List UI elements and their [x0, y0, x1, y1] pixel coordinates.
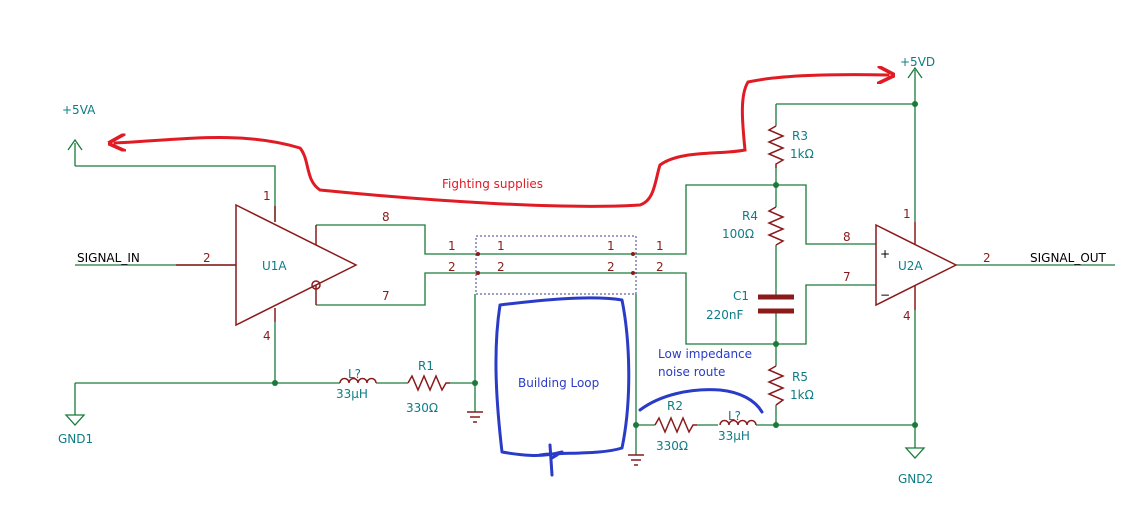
vcc-a-label: +5VA: [62, 103, 96, 117]
junction: [912, 422, 918, 428]
red-annotation: Fighting supplies: [115, 75, 888, 208]
r4-symbol: [767, 206, 785, 246]
l-right-value: 33μH: [718, 429, 750, 443]
vcc-d-symbol: [907, 66, 923, 79]
u2a-sign-plus: +: [880, 247, 890, 261]
wire-u1a-out-p: [316, 224, 475, 255]
building-loop-label: Building Loop: [518, 376, 599, 390]
gnd1-label: GND1: [58, 432, 93, 446]
u2a-opamp: [875, 222, 958, 310]
l-right-ref: L?: [728, 409, 741, 423]
conn-pin-2-a: 2: [448, 260, 456, 274]
vcc-a-symbol: [67, 138, 83, 166]
gnd1-symbol: [64, 414, 86, 426]
u1a-pin-out-n: 7: [382, 289, 390, 303]
u2a-sign-minus: −: [880, 288, 890, 302]
r4-value: 100Ω: [722, 227, 754, 241]
conn-pin-1-a: 1: [448, 239, 456, 253]
r2-symbol: [654, 416, 697, 434]
gnd2-label: GND2: [898, 472, 933, 486]
junction: [773, 422, 779, 428]
u2a-pin-vcc: 1: [903, 207, 911, 221]
r2-value: 330Ω: [656, 439, 688, 453]
u2a-ref: U2A: [898, 259, 923, 273]
conn-pin-1-c: 1: [607, 239, 615, 253]
r3-ref: R3: [792, 129, 808, 143]
inductor-right-symbol: [719, 419, 757, 426]
u1a-pin-in: 2: [203, 251, 211, 265]
conn-pin-1-d: 1: [656, 239, 664, 253]
u1a-opamp: [176, 203, 358, 327]
junction: [472, 380, 478, 386]
conn-pin-2-c: 2: [607, 260, 615, 274]
wire-u1a-out-n: [316, 272, 475, 306]
u1a-pin-gnd: 4: [263, 329, 271, 343]
u2a-pin-plus: 8: [843, 230, 851, 244]
junction: [912, 101, 918, 107]
wires: [74, 75, 1115, 455]
blue-annotation: Building Loop Low impedance noise route: [494, 296, 764, 477]
earth-ground-right: [628, 454, 644, 466]
conn-pin-2-d: 2: [656, 260, 664, 274]
junction: [773, 182, 779, 188]
noise-route-arc: [638, 388, 764, 414]
wire-5va: [75, 165, 276, 222]
c1-ref: C1: [733, 289, 749, 303]
vcc-d-label: +5VD: [900, 55, 935, 69]
gnd2-symbol: [904, 447, 926, 459]
r2-ref: R2: [667, 399, 683, 413]
junction: [272, 380, 278, 386]
low-impedance-label-1: Low impedance: [658, 347, 752, 361]
r3-value: 1kΩ: [790, 147, 814, 161]
wire-conn-right-2: [636, 272, 776, 345]
signal-in-label: SIGNAL_IN: [77, 251, 140, 265]
conn-pin-2-b: 2: [497, 260, 505, 274]
u2a-pin-gnd: 4: [903, 309, 911, 323]
l-left-value: 33μH: [336, 387, 368, 401]
u1a-ref: U1A: [262, 259, 287, 273]
signal-out-label: SIGNAL_OUT: [1030, 251, 1107, 265]
r1-value: 330Ω: [406, 401, 438, 415]
inductor-left-symbol: [339, 377, 377, 384]
junction: [633, 422, 639, 428]
fighting-supplies-arrow: [115, 75, 888, 208]
r1-symbol: [407, 374, 450, 392]
c1-symbol: [758, 294, 794, 314]
power-symbols: [64, 66, 926, 466]
earth-ground-left: [467, 411, 483, 423]
u2a-pin-out: 2: [983, 251, 991, 265]
wire-to-u2a-minus: [776, 284, 876, 345]
r3-symbol: [767, 125, 785, 168]
r5-value: 1kΩ: [790, 388, 814, 402]
wire-conn-right-1: [636, 184, 776, 255]
u1a-pin-vcc: 1: [263, 189, 271, 203]
fighting-supplies-label: Fighting supplies: [442, 177, 543, 191]
junction: [773, 341, 779, 347]
u1a-pin-out-p: 8: [382, 210, 390, 224]
junctions: [272, 101, 918, 428]
building-loop-shape: [494, 296, 631, 477]
wire-to-u2a-plus: [776, 184, 876, 245]
wire-5vd: [776, 75, 916, 105]
r5-symbol: [767, 365, 785, 406]
conn-pin-1-b: 1: [497, 239, 505, 253]
shielded-cable: [475, 235, 637, 295]
u2a-pin-minus: 7: [843, 270, 851, 284]
low-impedance-label-2: noise route: [658, 365, 725, 379]
l-left-ref: L?: [348, 367, 361, 381]
r5-ref: R5: [792, 370, 808, 384]
c1-value: 220nF: [706, 308, 744, 322]
r1-ref: R1: [418, 359, 434, 373]
r4-ref: R4: [742, 209, 758, 223]
